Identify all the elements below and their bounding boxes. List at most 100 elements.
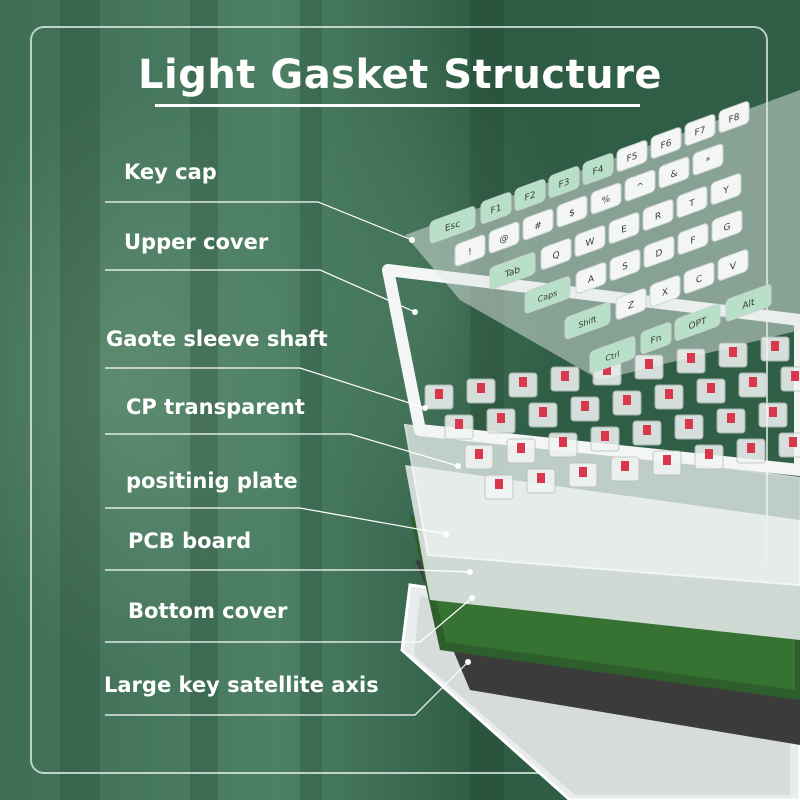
keycap-body: [540, 238, 572, 270]
keycap-body: [683, 262, 715, 294]
label-positioning-plate: positinig plate: [126, 469, 298, 493]
keycap-legend: Alt: [742, 297, 755, 312]
keycap-!: !: [454, 234, 486, 267]
keycap-x: X: [649, 275, 681, 307]
switch: [610, 456, 640, 482]
label-cp-transparent: CP transparent: [126, 395, 305, 419]
keycap-f8: F8: [718, 101, 750, 133]
title-underline: [155, 104, 640, 107]
leader-satellite: [105, 661, 469, 716]
switch: [696, 378, 726, 404]
keycap-body: [676, 186, 708, 218]
keycap-legend: F5: [627, 150, 638, 165]
keycap-g: G: [711, 210, 743, 242]
switch-stem: [581, 401, 589, 411]
keycap-body: [582, 153, 614, 185]
switch: [486, 408, 516, 434]
keycap-legend: G: [724, 221, 731, 234]
switch-stem: [663, 455, 671, 465]
keycap-body: [710, 173, 742, 205]
keycap-body: [643, 236, 675, 268]
keycap-%: %: [590, 182, 622, 215]
switch-stem: [771, 341, 779, 351]
keycap-d: D: [643, 236, 675, 268]
switch-stem: [579, 467, 587, 477]
keycap-body: [684, 114, 716, 146]
keycap-body: [574, 225, 606, 257]
switch: [632, 420, 662, 446]
switch-stem: [601, 431, 609, 441]
switch-stem: [707, 383, 715, 393]
keycap-body: [718, 101, 750, 133]
keycap-body: [717, 249, 749, 281]
switch-stem: [455, 419, 463, 429]
keycap-body: [454, 234, 486, 267]
border-frame: [30, 26, 768, 774]
keycap-body: [608, 212, 640, 244]
switch: [526, 468, 556, 494]
keycap-legend: W: [586, 236, 595, 250]
keycap-legend: *: [706, 155, 711, 167]
keycap-s: S: [609, 249, 641, 281]
switch: [568, 462, 598, 488]
switch: [484, 474, 514, 500]
keycap-v: V: [717, 249, 749, 281]
keycap-body: [522, 208, 554, 241]
keycap-body: [429, 206, 476, 244]
keycap-^: ^: [624, 169, 656, 202]
leader-plate: [105, 507, 447, 535]
keycap-legend: F3: [559, 176, 570, 191]
keycap-f4: F4: [582, 153, 614, 185]
keycap-fn: Fn: [640, 322, 672, 354]
label-gaote-sleeve-shaft: Gaote sleeve shaft: [106, 327, 328, 351]
keycap-legend: A: [588, 273, 595, 286]
leader-keycap: [105, 201, 413, 241]
switch-stem: [621, 461, 629, 471]
leader-lines: [105, 201, 473, 716]
keycap-body: [658, 156, 690, 189]
label-key-cap: Key cap: [124, 160, 217, 184]
keycap-body: [640, 322, 672, 354]
keycap-legend: C: [696, 273, 702, 286]
keycap-legend: Fn: [651, 332, 662, 347]
keycap-body: [564, 302, 611, 340]
keycap-legend: Z: [628, 299, 634, 312]
keycap-legend: ^: [636, 180, 644, 193]
switch-stem: [747, 443, 755, 453]
keycap-legend: V: [730, 260, 737, 273]
switch-stem: [603, 365, 611, 375]
switch: [570, 396, 600, 422]
keycap-&: &: [658, 156, 690, 189]
keycap-body: [677, 223, 709, 255]
keycap-legend: D: [656, 247, 663, 260]
keycap-body: [590, 182, 622, 215]
keycap-body: [575, 262, 607, 294]
switch-stem: [435, 389, 443, 399]
keycap-f6: F6: [650, 127, 682, 159]
keycap-body: [692, 143, 724, 176]
keycap-legend: &: [670, 168, 677, 181]
switch: [778, 432, 800, 458]
switch-stem: [769, 407, 777, 417]
switch-stem: [791, 371, 799, 381]
switch-stem: [687, 353, 695, 363]
keycap-opt: OPT: [674, 303, 721, 341]
keycap-ctrl: Ctrl: [589, 336, 636, 374]
leader-uppercover: [105, 269, 416, 313]
keycap-legend: Y: [722, 184, 729, 197]
switch: [550, 366, 580, 392]
keycap-w: W: [574, 225, 606, 257]
keycap-t: T: [676, 186, 708, 218]
label-upper-cover: Upper cover: [124, 230, 269, 254]
keycap-legend: Q: [552, 249, 559, 262]
switch: [780, 366, 800, 392]
keycap-a: A: [575, 262, 607, 294]
switch-stem: [475, 449, 483, 459]
switch: [634, 354, 664, 380]
switch: [612, 390, 642, 416]
switch: [676, 348, 706, 374]
leader-cp: [105, 433, 459, 467]
keycap-body: [711, 210, 743, 242]
switch-stem: [623, 395, 631, 405]
